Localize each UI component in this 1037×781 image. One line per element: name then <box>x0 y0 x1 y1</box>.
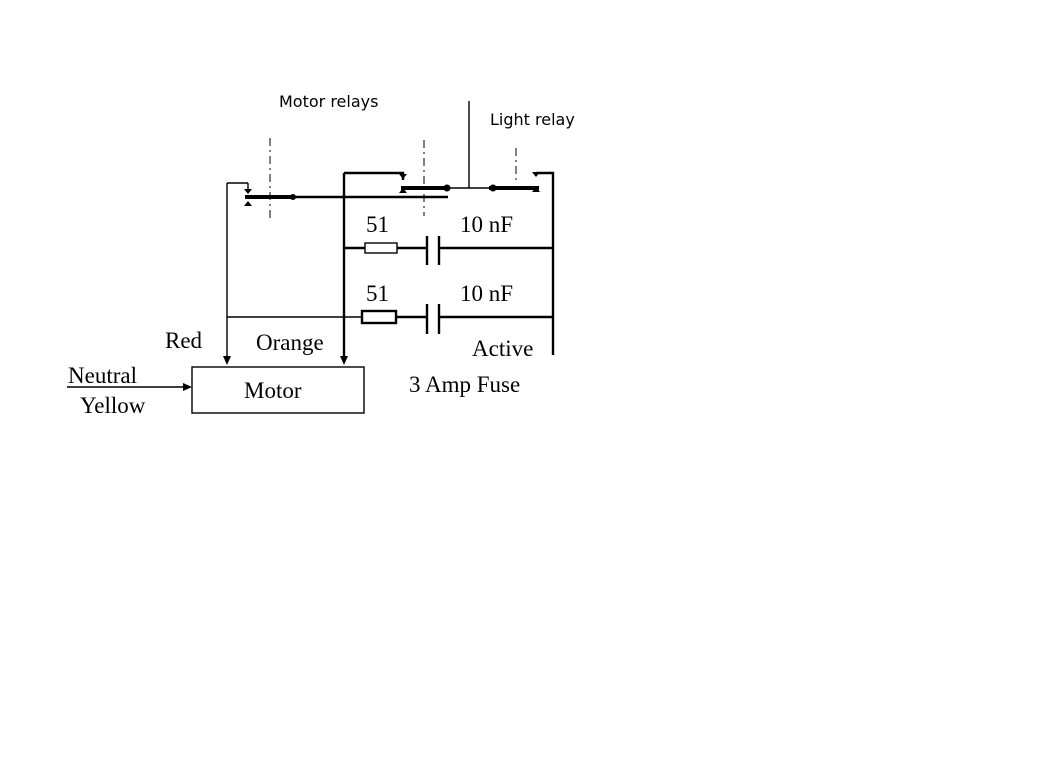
fuse-label: 3 Amp Fuse <box>409 372 520 397</box>
orange-label: Orange <box>256 330 324 355</box>
red-label: Red <box>165 328 203 353</box>
yellow-label: Yellow <box>80 393 146 418</box>
motor-relay-2 <box>399 174 451 193</box>
resistor-1-label: 51 <box>366 212 389 237</box>
snubber-1 <box>344 236 553 265</box>
red-arrow <box>223 356 231 365</box>
motor-relay-1 <box>227 182 448 206</box>
capacitor-1-label: 10 nF <box>460 212 513 237</box>
motor-label: Motor <box>244 378 302 403</box>
neutral-arrow <box>183 383 192 391</box>
snubber-2 <box>227 304 553 334</box>
relay2-top-wire <box>344 171 405 180</box>
active-label: Active <box>472 336 533 361</box>
motor-box <box>191 366 365 414</box>
neutral-label: Neutral <box>68 363 137 388</box>
light-relay-label: Light relay <box>490 110 575 129</box>
orange-arrow <box>340 356 348 365</box>
motor-relays-label: Motor relays <box>279 92 378 111</box>
capacitor-2-label: 10 nF <box>460 281 513 306</box>
active-wire <box>536 171 555 355</box>
light-relay <box>448 172 540 192</box>
resistor-2-label: 51 <box>366 281 389 306</box>
